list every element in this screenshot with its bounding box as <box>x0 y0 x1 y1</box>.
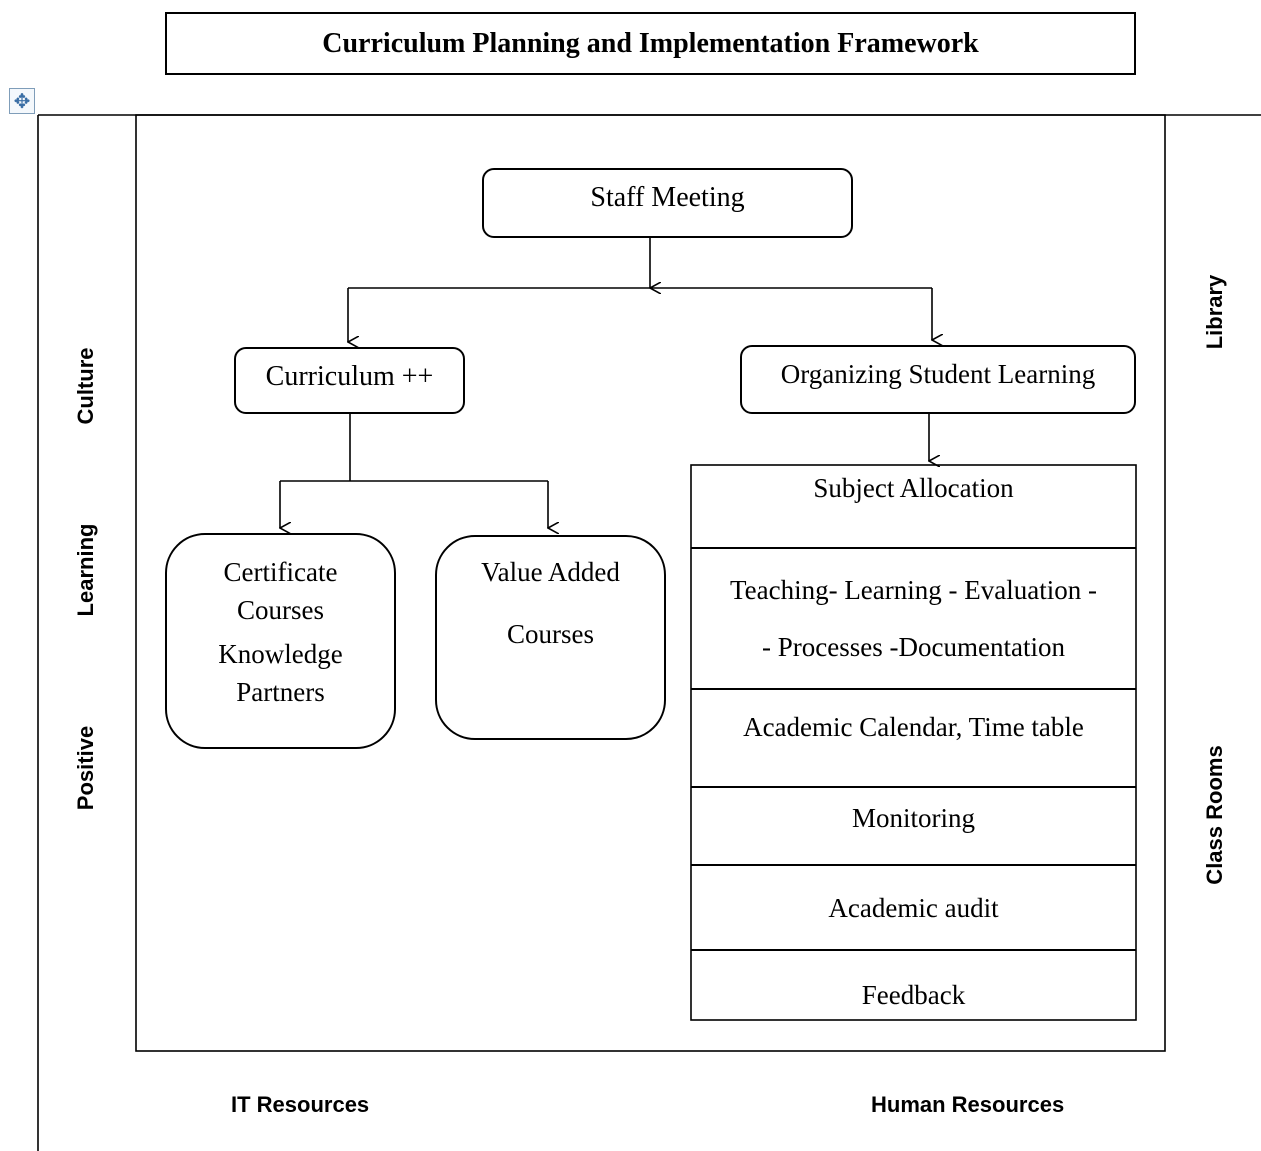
bottom-label-human-resources: Human Resources <box>871 1092 1065 1117</box>
step-monitoring: Monitoring <box>691 786 1136 865</box>
certificate-line-1: Certificate <box>223 557 338 587</box>
certificate-courses-node: Certificate Courses Knowledge Partners <box>165 533 396 749</box>
right-label-class-rooms: Class Rooms <box>1202 745 1227 885</box>
step-subject-allocation: Subject Allocation <box>691 465 1136 548</box>
certificate-line-3: Knowledge <box>218 639 343 669</box>
curriculum-label: Curriculum ++ <box>265 360 434 392</box>
steps-table-border <box>690 464 1137 1021</box>
staff-meeting-label: Staff Meeting <box>590 182 745 213</box>
step-academic-audit: Academic audit <box>691 864 1136 950</box>
step-label: Teaching- Learning - Evaluation - <box>730 575 1097 605</box>
step-label: - Processes -Documentation <box>762 632 1065 662</box>
step-label: Academic audit <box>828 892 999 923</box>
bottom-label-it-resources: IT Resources <box>231 1092 370 1117</box>
diagram-title: Curriculum Planning and Implementation F… <box>165 12 1136 75</box>
left-label-positive: Positive <box>73 725 98 811</box>
step-academic-calendar: Academic Calendar, Time table <box>691 688 1136 787</box>
move-arrows-icon[interactable]: ✥ <box>9 88 35 114</box>
left-label-culture: Culture <box>73 347 98 425</box>
curriculum-node: Curriculum ++ <box>234 347 465 414</box>
step-feedback: Feedback <box>691 949 1136 1020</box>
step-label: Subject Allocation <box>813 473 1014 503</box>
step-label: Academic Calendar, Time table <box>743 712 1084 742</box>
step-teaching-learning: Teaching- Learning - Evaluation - - Proc… <box>691 547 1136 689</box>
value-added-courses-node: Value Added Courses <box>435 535 666 740</box>
inner-panel <box>135 114 1166 1052</box>
step-label: Monitoring <box>851 803 975 833</box>
value-added-line-1: Value Added <box>481 557 620 587</box>
certificate-line-4: Partners <box>236 677 325 707</box>
left-label-learning: Learning <box>73 523 98 617</box>
step-label: Feedback <box>861 980 966 1010</box>
right-label-library: Library <box>1202 274 1227 350</box>
organizing-learning-label: Organizing Student Learning <box>780 359 1096 389</box>
organizing-learning-node: Organizing Student Learning <box>740 345 1136 414</box>
staff-meeting-node: Staff Meeting <box>482 168 853 238</box>
value-added-line-2: Courses <box>507 619 594 649</box>
certificate-line-2: Courses <box>237 595 324 625</box>
